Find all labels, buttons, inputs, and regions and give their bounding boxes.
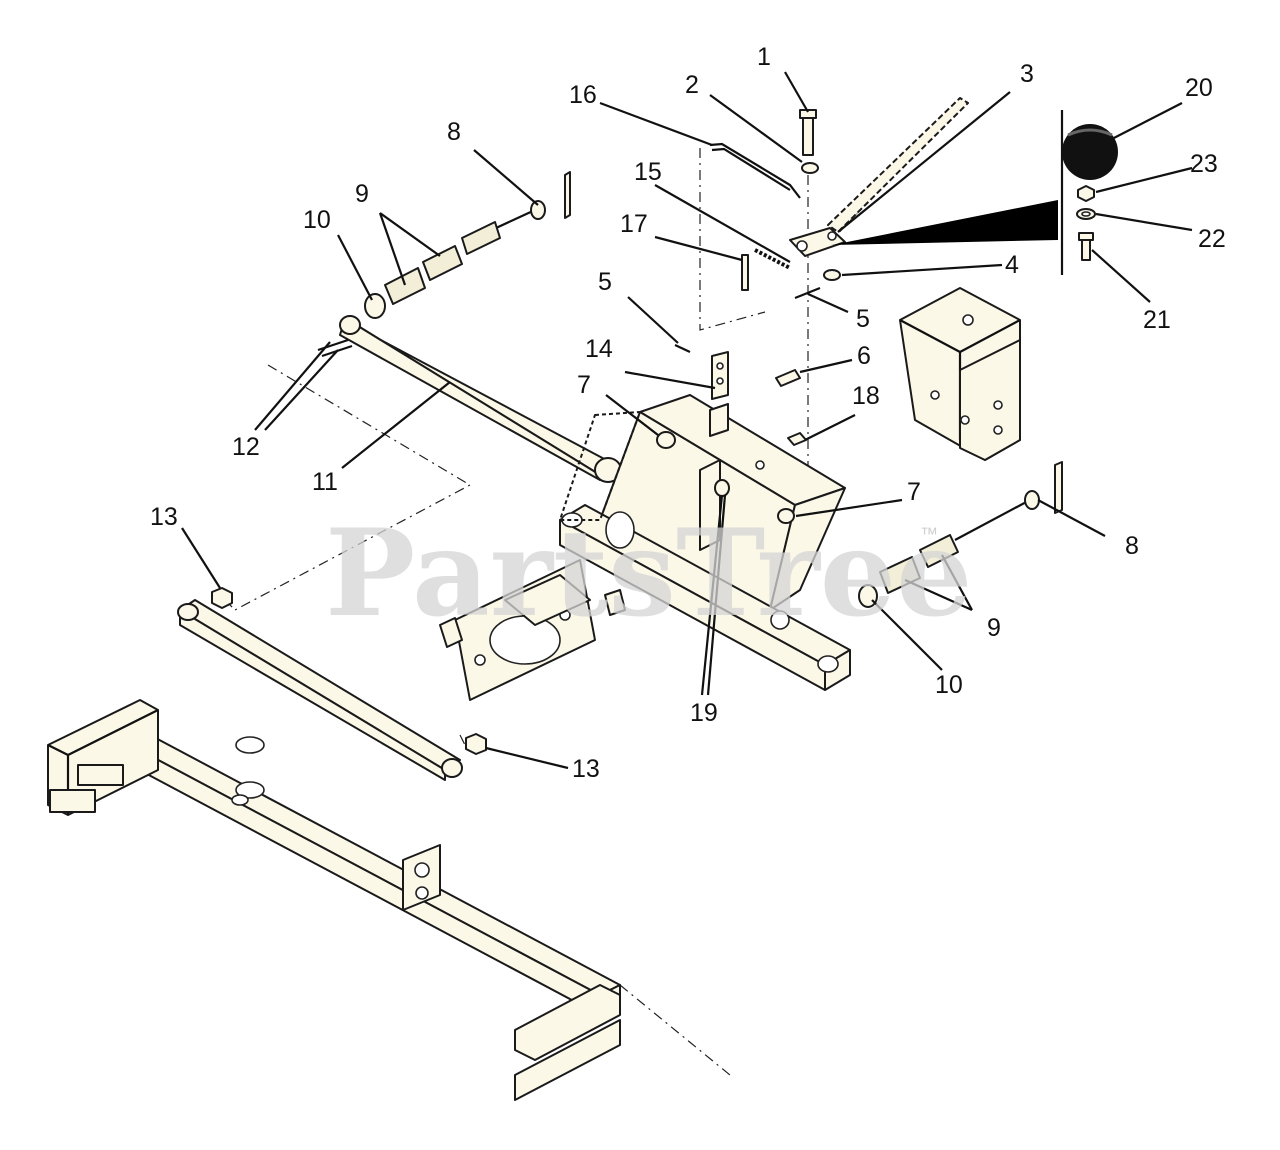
callout-5-right: 5 xyxy=(856,305,870,333)
callout-12: 12 xyxy=(232,433,260,461)
washer-4 xyxy=(823,269,841,281)
spring-rod-right xyxy=(858,461,1063,608)
callout-6: 6 xyxy=(857,342,871,370)
lower-frame xyxy=(47,699,621,1101)
spring-15 xyxy=(754,248,791,270)
watermark-text: PartsTree xyxy=(325,503,972,644)
callout-15: 15 xyxy=(634,158,662,186)
callout-labels: 1 2 3 4 5 5 6 7 7 8 8 9 9 10 10 11 12 13… xyxy=(150,43,1226,783)
callout-13-left: 13 xyxy=(150,503,178,531)
washer-2 xyxy=(801,162,819,174)
nut-18 xyxy=(787,432,807,446)
cotter-5 xyxy=(674,286,821,353)
callout-4: 4 xyxy=(1005,251,1019,279)
alignment-lines xyxy=(224,99,961,1076)
bushing-7-left xyxy=(656,431,676,449)
bushing-7-right xyxy=(777,508,795,524)
spring-rod-left xyxy=(364,171,571,319)
callout-9-right: 9 xyxy=(987,614,1001,642)
pin-17 xyxy=(741,254,749,291)
nut-23 xyxy=(1077,185,1095,202)
callout-13-right: 13 xyxy=(572,755,600,783)
callout-19: 19 xyxy=(690,699,718,727)
mounting-bracket xyxy=(899,287,1021,461)
leader-lines xyxy=(181,71,1193,770)
callout-2: 2 xyxy=(685,71,699,99)
callout-20: 20 xyxy=(1185,74,1213,102)
lever-plate-3 xyxy=(789,97,969,257)
nut-13-right xyxy=(465,733,487,755)
washer-19 xyxy=(714,479,730,497)
bolt-21 xyxy=(1078,232,1094,261)
callout-5-left: 5 xyxy=(598,268,612,296)
bolt-6 xyxy=(775,369,801,387)
axle-tube xyxy=(177,599,463,781)
washer-22 xyxy=(1076,208,1096,220)
bracket-14 xyxy=(709,351,729,437)
callout-21-23: 23 xyxy=(1190,150,1218,178)
callout-7-right: 7 xyxy=(907,478,921,506)
callout-11: 11 xyxy=(312,468,338,496)
callout-16: 16 xyxy=(569,81,597,109)
callout-18: 18 xyxy=(852,382,880,410)
callout-10-left: 10 xyxy=(303,206,331,234)
callout-22: 22 xyxy=(1198,225,1226,253)
nut-13-left xyxy=(211,587,233,609)
callout-17: 17 xyxy=(620,210,648,238)
callout-8-left: 8 xyxy=(447,118,461,146)
watermark-trademark: ™ xyxy=(920,524,938,544)
handle-16 xyxy=(709,142,801,199)
callout-8-right: 8 xyxy=(1125,532,1139,560)
callout-7-left: 7 xyxy=(577,371,591,399)
callout-9-left: 9 xyxy=(355,180,369,208)
callout-21: 21 xyxy=(1143,306,1171,334)
callout-10-right: 10 xyxy=(935,671,963,699)
callout-14: 14 xyxy=(585,335,613,363)
bolt-1 xyxy=(799,109,817,156)
detail-pointer xyxy=(832,110,1064,275)
knob-20 xyxy=(1062,124,1118,180)
pivot-tube-11 xyxy=(339,315,626,483)
callout-3: 3 xyxy=(1020,60,1034,88)
watermark: PartsTree ™ xyxy=(325,503,972,644)
callout-1: 1 xyxy=(757,43,771,71)
central-bracket xyxy=(439,394,851,701)
